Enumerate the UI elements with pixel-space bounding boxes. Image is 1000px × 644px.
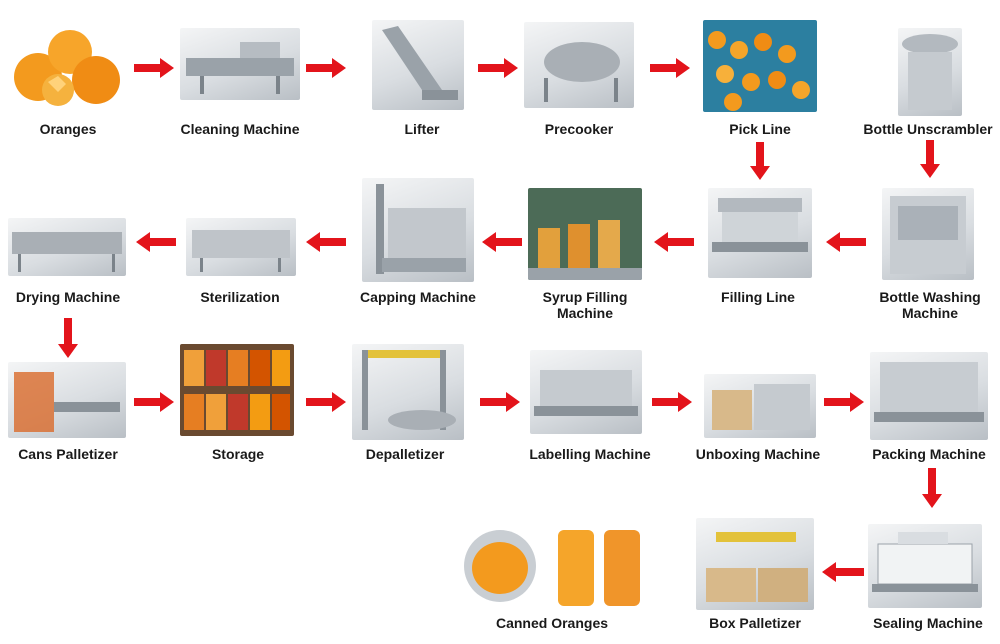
arrow-capping-to-sterilization	[306, 232, 346, 252]
pick-line-image	[703, 20, 817, 112]
arrow-storage-to-depalletizer	[306, 392, 346, 412]
label-filling-line: Filling Line	[721, 289, 795, 305]
label-precooker: Precooker	[544, 121, 614, 137]
arrow-cleaning-to-lifter	[306, 58, 346, 78]
cleaning-machine-image	[180, 28, 300, 100]
label-labelling-machine: Labelling Machine	[529, 446, 651, 462]
arrow-packing-down	[922, 468, 942, 508]
capping-machine-image	[362, 178, 474, 282]
label-storage: Storage	[211, 446, 265, 462]
box-palletizer-image	[696, 518, 814, 610]
arrow-syrup-to-capping	[482, 232, 522, 252]
label-sealing-machine: Sealing Machine	[873, 615, 983, 631]
precooker-image	[524, 22, 634, 108]
label-pick-line: Pick Line	[729, 121, 791, 137]
arrow-lifter-to-precooker	[478, 58, 518, 78]
label-sterilization: Sterilization	[200, 289, 280, 305]
arrow-pickline-down	[750, 142, 770, 180]
oranges-image	[8, 22, 128, 108]
lifter-image	[372, 20, 464, 110]
arrow-oranges-to-cleaning	[134, 58, 174, 78]
storage-image	[180, 344, 294, 436]
arrow-washing-to-filling	[826, 232, 866, 252]
unboxing-machine-image	[704, 374, 816, 438]
arrow-precooker-to-pickline	[650, 58, 690, 78]
label-depalletizer: Depalletizer	[365, 446, 445, 462]
label-canned-oranges: Canned Oranges	[495, 615, 609, 631]
arrow-sterilization-to-drying	[136, 232, 176, 252]
label-bottle-unscrambler: Bottle Unscrambler	[863, 121, 993, 137]
drying-machine-image	[8, 218, 126, 276]
label-packing-machine: Packing Machine	[872, 446, 986, 462]
label-bottle-washing-machine: Bottle Washing Machine	[879, 289, 981, 321]
packing-machine-image	[870, 352, 988, 440]
label-box-palletizer: Box Palletizer	[709, 615, 801, 631]
sealing-machine-image	[868, 524, 982, 608]
arrow-palletizer-to-storage	[134, 392, 174, 412]
arrow-unboxing-to-packing	[824, 392, 864, 412]
label-oranges: Oranges	[39, 121, 97, 137]
arrow-depalletizer-to-labelling	[480, 392, 520, 412]
cans-palletizer-image	[8, 362, 126, 438]
label-capping-machine: Capping Machine	[360, 289, 476, 305]
sterilization-image	[186, 218, 296, 276]
label-syrup-filling-machine: Syrup Filling Machine	[542, 289, 628, 321]
arrow-filling-to-syrup	[654, 232, 694, 252]
arrow-drying-down	[58, 318, 78, 358]
labelling-machine-image	[530, 350, 642, 434]
bottle-unscrambler-image	[898, 28, 962, 116]
label-cleaning-machine: Cleaning Machine	[180, 121, 300, 137]
label-cans-palletizer: Cans Palletizer	[18, 446, 118, 462]
label-drying-machine: Drying Machine	[15, 289, 121, 305]
arrow-unscrambler-down	[920, 140, 940, 178]
bottle-washing-machine-image	[882, 188, 974, 280]
depalletizer-image	[352, 344, 464, 440]
arrow-sealing-to-boxpalletizer	[822, 562, 864, 582]
arrow-labelling-to-unboxing	[652, 392, 692, 412]
label-unboxing-machine: Unboxing Machine	[695, 446, 821, 462]
label-lifter: Lifter	[404, 121, 440, 137]
filling-line-image	[708, 188, 812, 278]
canned-oranges-image	[460, 524, 644, 608]
syrup-filling-machine-image	[528, 188, 642, 280]
